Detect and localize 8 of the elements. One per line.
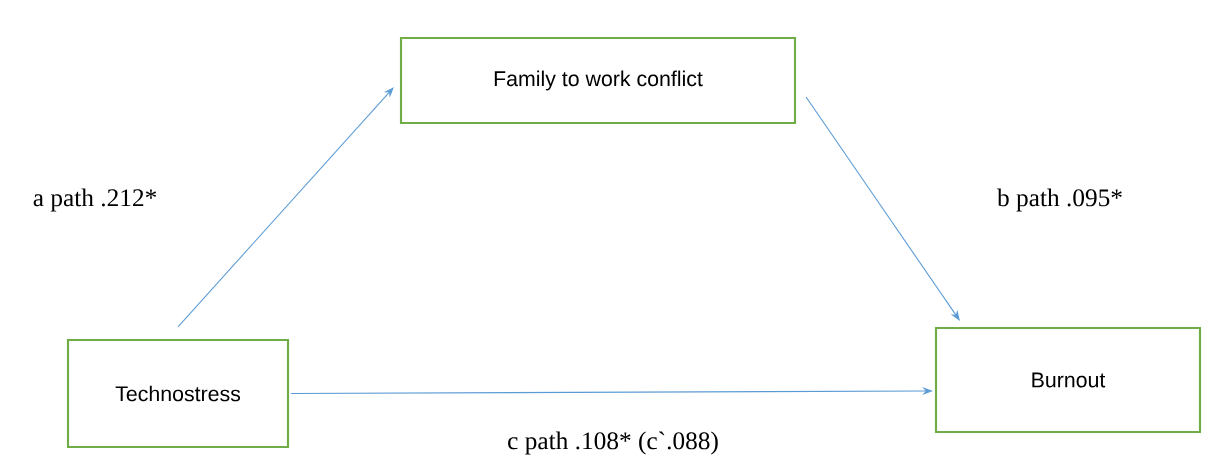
process-box: Family to work conflict (399, 36, 797, 125)
arrow (177, 87, 394, 328)
process-box: Burnout (934, 326, 1202, 434)
process-box: Technostress (66, 338, 290, 449)
edge-label: b path .095* (995, 187, 1125, 213)
edge-label: c path .108* (c`.088) (505, 430, 721, 456)
arrow (805, 96, 960, 321)
edge-label: a path .212* (31, 187, 159, 213)
